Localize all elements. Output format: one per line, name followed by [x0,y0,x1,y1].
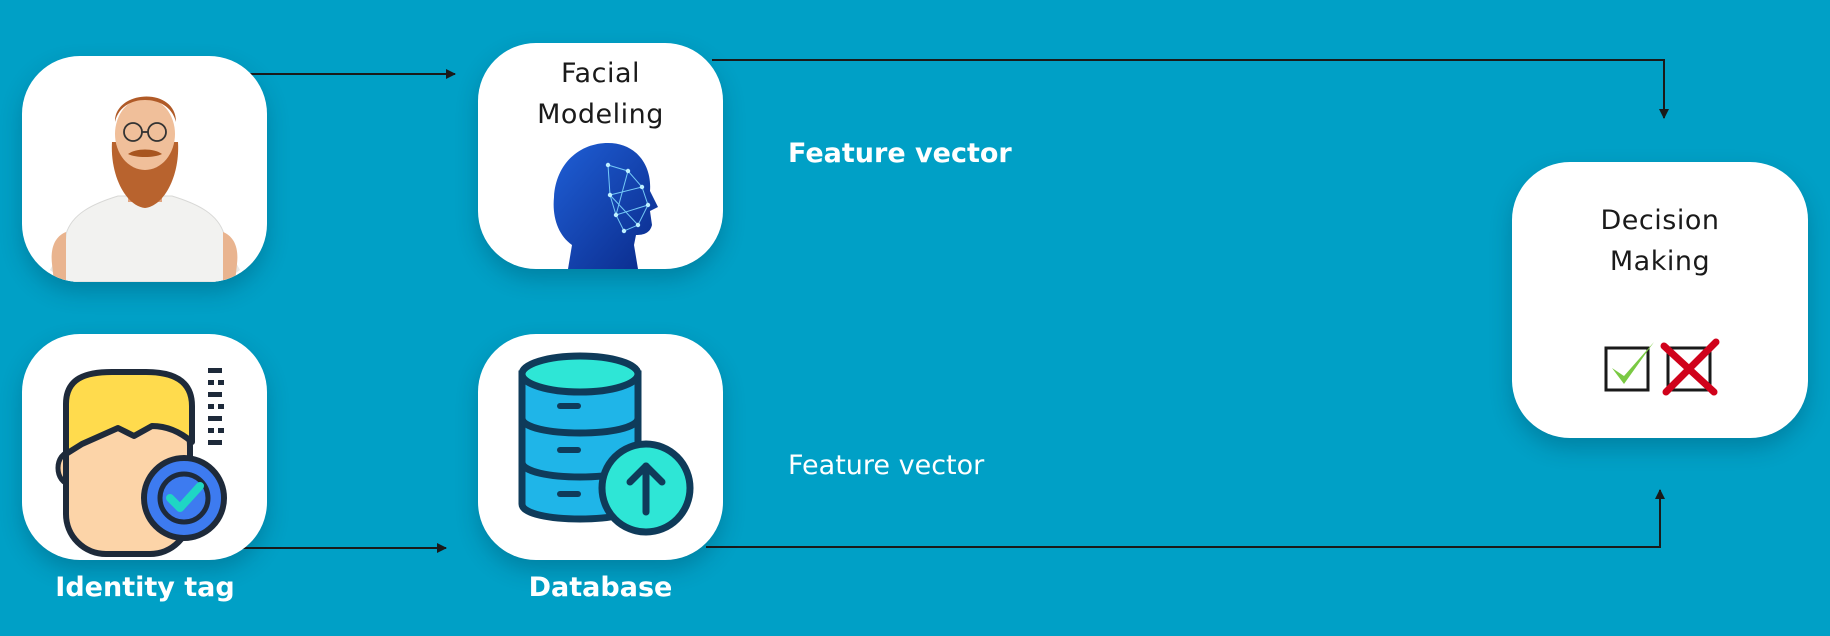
database-label: Database [528,572,673,603]
identity-tag-label: Identity tag [55,572,235,603]
decision-making-title: Decision Making [1600,205,1720,277]
cross-box-icon [1660,338,1720,396]
identity-tag-card [22,334,267,560]
facial-modeling-title: Facial Modeling [537,58,664,130]
head-face-mesh-icon [553,143,658,269]
man-portrait-icon [50,96,240,282]
database-upload-icon [518,352,694,536]
facial-modeling-card: Facial Modeling [478,43,723,269]
arrow-database-to-decision [706,489,1665,548]
arrow-facial-to-decision [712,59,1669,119]
feature-vector-label-top: Feature vector [788,138,1012,169]
decision-options [1604,338,1720,396]
identity-badge-icon [55,368,227,557]
database-card [478,334,723,560]
feature-vector-label-bottom: Feature vector [788,450,985,481]
check-box-icon [1604,342,1654,392]
decision-making-card: Decision Making [1512,162,1808,438]
person-photo-card [22,56,267,282]
